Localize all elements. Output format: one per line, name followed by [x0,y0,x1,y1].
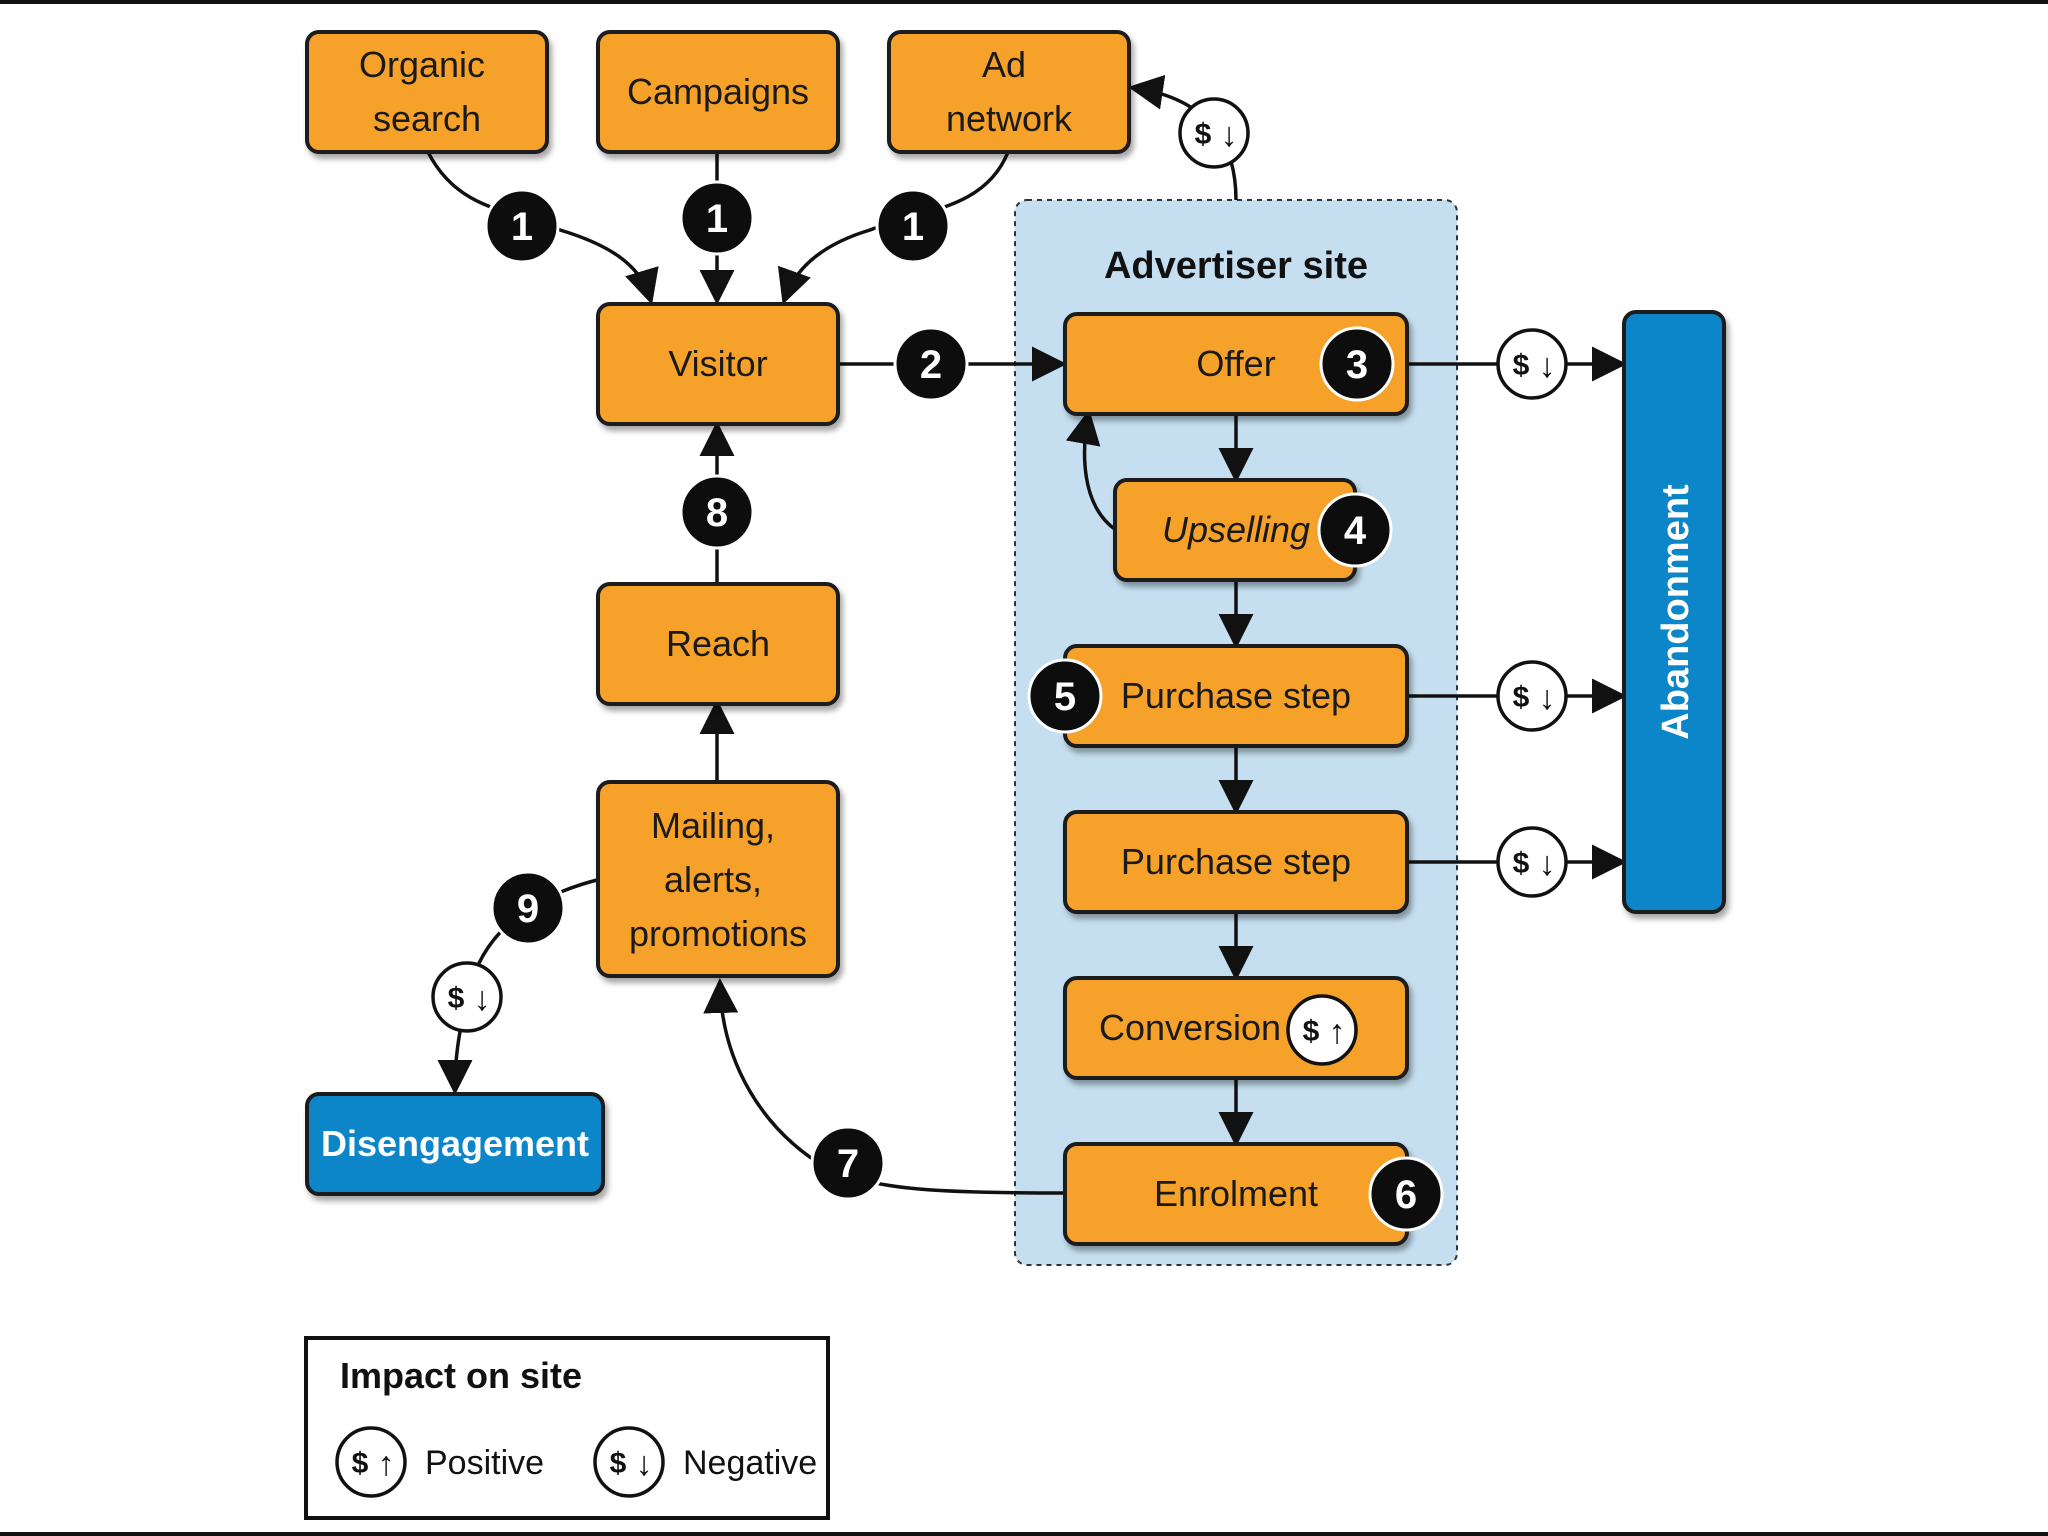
svg-text:6: 6 [1395,1173,1417,1217]
label-disengagement: Disengagement [321,1123,589,1164]
svg-text:5: 5 [1054,675,1076,719]
badge-organic: 1 [484,188,560,264]
label-purchase-step-1: Purchase step [1121,675,1351,716]
badge-enrolment: 6 [1368,1156,1444,1232]
badge-mailing-to-disengagement: 9 [490,870,566,946]
label-enrolment: Enrolment [1154,1173,1318,1214]
impact-negative-icon: $ ↓ [1178,97,1250,169]
label-campaigns: Campaigns [627,71,809,112]
label-purchase-step-2: Purchase step [1121,841,1351,882]
label-ad-network: Ad network [946,44,1073,139]
advertiser-site-label: Advertiser site [1104,245,1368,287]
node-campaigns [596,30,840,154]
edge-upselling-to-offer [1065,409,1118,532]
svg-text:↓: ↓ [636,1445,653,1483]
top-border-line [0,0,2048,4]
badge-campaigns: 1 [679,180,755,256]
impact-negative-icon: $ ↓ [1496,826,1568,898]
svg-text:↓: ↓ [1539,347,1556,385]
svg-text:$: $ [1303,1015,1320,1048]
label-organic-search: Organic search [359,44,495,139]
svg-text:$: $ [610,1447,627,1480]
legend-negative-icon: $ ↓ [593,1426,665,1498]
label-conversion: Conversion [1099,1007,1281,1048]
label-mailing: Mailing, alerts, promotions [629,805,807,954]
node-reach [596,582,840,706]
legend-negative-label: Negative [683,1444,817,1482]
impact-negative-icon: $ ↓ [431,961,503,1033]
svg-text:2: 2 [920,343,942,387]
svg-text:7: 7 [837,1142,859,1186]
badge-offer: 3 [1319,326,1395,402]
svg-text:$: $ [448,982,465,1015]
svg-text:1: 1 [511,205,533,249]
badge-adnetwork: 1 [875,188,951,264]
svg-text:$: $ [1195,118,1212,151]
impact-negative-icon: $ ↓ [1496,328,1568,400]
svg-text:$: $ [1513,847,1530,880]
badge-purchase: 5 [1027,658,1103,734]
svg-text:1: 1 [706,197,728,241]
node-mailing [596,780,840,978]
bottom-border-line [0,1532,2048,1536]
badge-visitor-to-offer: 2 [893,326,969,402]
legend-positive-label: Positive [425,1444,544,1482]
svg-text:$: $ [1513,349,1530,382]
svg-text:↑: ↑ [1329,1013,1346,1051]
svg-text:↓: ↓ [1539,845,1556,883]
impact-positive-icon: $ ↑ [1286,994,1358,1066]
node-abandonment [1622,310,1726,914]
edge-adnetwork-to-visitor [777,151,1010,305]
edge-enrolment-to-mailing [703,978,1064,1195]
edge-organic-to-visitor [426,151,659,305]
svg-text:1: 1 [902,205,924,249]
badge-reach-to-visitor: 8 [679,474,755,550]
node-ad-network [887,30,1131,154]
label-offer: Offer [1196,343,1275,384]
node-offer [1063,312,1409,416]
label-upselling: Upselling [1162,509,1310,550]
impact-negative-icon: $ ↓ [1496,660,1568,732]
node-purchase-step-2 [1063,810,1409,914]
svg-text:8: 8 [706,491,728,535]
legend-box [304,1336,830,1520]
svg-text:↓: ↓ [474,980,491,1018]
node-visitor [596,302,840,426]
label-abandonment: Abandonment [1655,484,1697,740]
legend-positive-icon: $ ↑ [335,1426,407,1498]
node-organic-search [305,30,549,154]
svg-text:↓: ↓ [1221,116,1238,154]
label-visitor: Visitor [668,343,767,384]
node-disengagement [305,1092,605,1196]
badge-enrolment-to-mailing: 7 [810,1125,886,1201]
svg-text:4: 4 [1344,509,1367,553]
label-reach: Reach [666,623,770,664]
svg-text:↑: ↑ [378,1445,395,1483]
svg-text:9: 9 [517,887,539,931]
badge-upselling: 4 [1317,492,1393,568]
svg-text:$: $ [352,1447,369,1480]
svg-text:3: 3 [1346,343,1368,387]
svg-text:$: $ [1513,681,1530,714]
svg-text:↓: ↓ [1539,679,1556,717]
legend-title: Impact on site [340,1355,582,1396]
legend: Impact on site $ ↑ Positive $ ↓ Negative [304,1336,830,1520]
